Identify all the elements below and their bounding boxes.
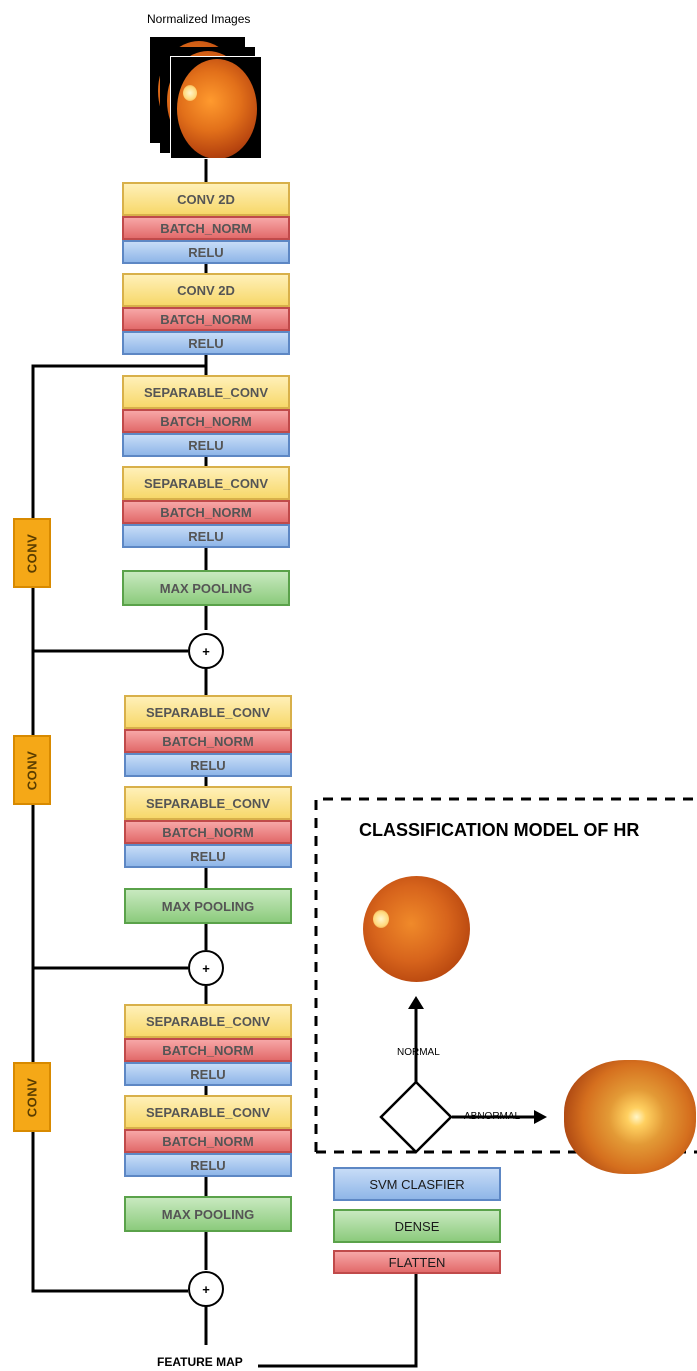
classifier-title: CLASSIFICATION MODEL OF HR: [359, 820, 640, 840]
batch-norm-block: BATCH_NORM: [124, 1038, 292, 1062]
decision-diamond: [379, 1080, 453, 1154]
batch-norm-block: BATCH_NORM: [124, 820, 292, 844]
relu-block: RELU: [122, 433, 290, 457]
add-node: +: [188, 950, 224, 986]
separable-conv-block: SEPARABLE_CONV: [122, 375, 290, 409]
classifier-frame: [314, 797, 697, 1154]
relu-block: RELU: [124, 844, 292, 868]
max-pooling-block: MAX POOLING: [124, 888, 292, 924]
skip-conv-block: CONV: [13, 735, 51, 805]
separable-conv-block: SEPARABLE_CONV: [124, 786, 292, 820]
feature-map-label: FEATURE MAP: [157, 1355, 243, 1369]
input-title: Normalized Images: [147, 12, 251, 26]
abnormal-label: ABNORMAL: [464, 1111, 521, 1122]
add-node: +: [188, 1271, 224, 1307]
separable-conv-block: SEPARABLE_CONV: [124, 1095, 292, 1129]
abnormal-retina-image: [564, 1060, 696, 1174]
batch-norm-block: BATCH_NORM: [122, 307, 290, 331]
relu-block: RELU: [122, 524, 290, 548]
conv2d-block: CONV 2D: [122, 182, 290, 216]
separable-conv-block: SEPARABLE_CONV: [124, 695, 292, 729]
relu-block: RELU: [124, 753, 292, 777]
svm-classifier-block: SVM CLASFIER: [333, 1167, 501, 1201]
max-pooling-block: MAX POOLING: [122, 570, 290, 606]
normal-retina-image: [363, 876, 470, 982]
conv2d-block: CONV 2D: [122, 273, 290, 307]
batch-norm-block: BATCH_NORM: [122, 216, 290, 240]
skip-conv-block: CONV: [13, 1062, 51, 1132]
add-node: +: [188, 633, 224, 669]
relu-block: RELU: [122, 240, 290, 264]
batch-norm-block: BATCH_NORM: [122, 409, 290, 433]
separable-conv-block: SEPARABLE_CONV: [122, 466, 290, 500]
separable-conv-block: SEPARABLE_CONV: [124, 1004, 292, 1038]
flatten-block: FLATTEN: [333, 1250, 501, 1274]
input-image-front: [170, 56, 262, 159]
batch-norm-block: BATCH_NORM: [124, 1129, 292, 1153]
normal-label: NORMAL: [397, 1047, 440, 1058]
batch-norm-block: BATCH_NORM: [124, 729, 292, 753]
skip-conv-block: CONV: [13, 518, 51, 588]
relu-block: RELU: [124, 1153, 292, 1177]
relu-block: RELU: [124, 1062, 292, 1086]
relu-block: RELU: [122, 331, 290, 355]
max-pooling-block: MAX POOLING: [124, 1196, 292, 1232]
dense-block: DENSE: [333, 1209, 501, 1243]
batch-norm-block: BATCH_NORM: [122, 500, 290, 524]
